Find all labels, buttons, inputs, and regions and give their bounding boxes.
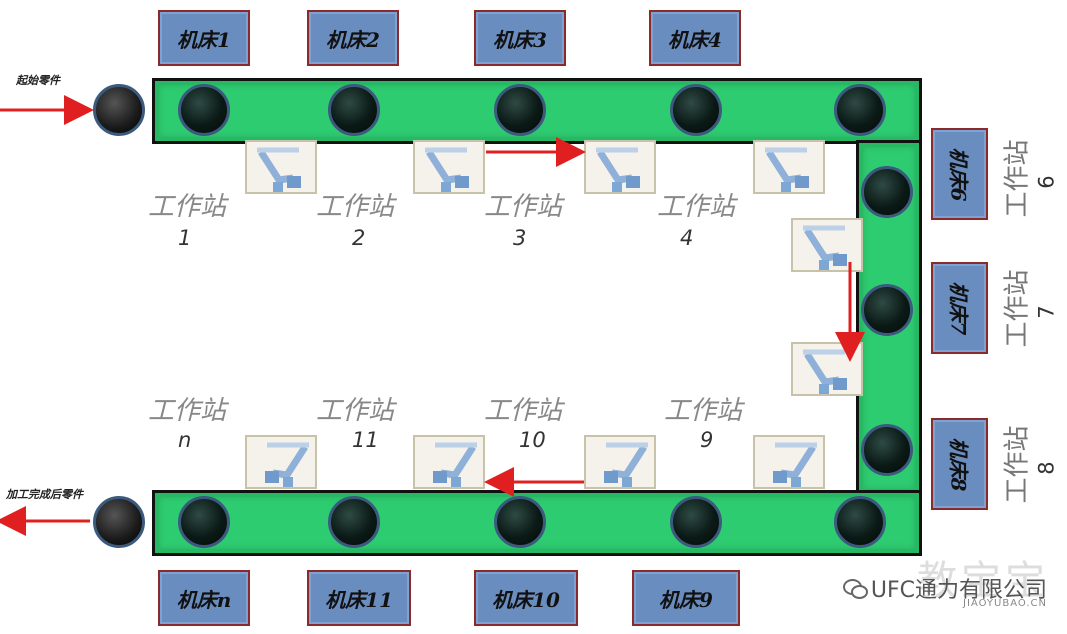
robot-station-1 [245, 140, 317, 194]
station-number-1: 1 [178, 226, 192, 250]
station-number-6: 6 [1034, 175, 1059, 189]
robot-station-10 [584, 435, 656, 489]
robot-arm-icon [765, 147, 809, 192]
robot-station-6 [791, 218, 863, 272]
station-number-11: 11 [352, 428, 379, 452]
robot-station-n [245, 435, 317, 489]
machine-7-label: 机床7 [946, 281, 971, 335]
station-label-11: 工作站 [316, 396, 395, 426]
robot-arm-icon [257, 147, 301, 192]
start-part-circle [93, 84, 145, 136]
roller [494, 496, 546, 548]
station-label-10: 工作站 [484, 396, 563, 426]
finished-part-circle [93, 496, 145, 548]
station-number-4: 4 [680, 226, 694, 250]
robot-arm-icon [433, 442, 477, 487]
robot-station-3 [584, 140, 656, 194]
machine-6-label: 机床6 [946, 147, 971, 201]
roller [834, 84, 886, 136]
roller [494, 84, 546, 136]
station-label-4: 工作站 [657, 192, 736, 222]
station-number-9: 9 [700, 428, 714, 452]
robot-station-4 [753, 140, 825, 194]
station-number-8: 8 [1034, 461, 1059, 475]
roller [328, 84, 380, 136]
machine-8-label: 机床8 [946, 437, 971, 491]
machine-9: 机床9 [632, 570, 740, 626]
robot-station-7 [791, 342, 863, 396]
station-label-6: 工作站 [1002, 139, 1033, 218]
roller [178, 496, 230, 548]
robot-arm-icon [425, 147, 469, 192]
robot-station-9 [753, 435, 825, 489]
robot-arm-icon [803, 225, 847, 270]
roller [861, 284, 913, 336]
station-label-1: 工作站 [148, 192, 227, 222]
roller [178, 84, 230, 136]
roller [670, 84, 722, 136]
robot-arm-icon [596, 147, 640, 192]
wechat-icon [842, 579, 868, 599]
station-number-3: 3 [513, 226, 527, 250]
station-label-8: 工作站 [1002, 425, 1033, 504]
machine-1: 机床1 [158, 10, 250, 66]
robot-arm-icon [265, 442, 309, 487]
start-part-label: 起始零件 [16, 74, 60, 87]
machine-10: 机床10 [474, 570, 578, 626]
machine-7: 机床7 [931, 262, 988, 354]
station-label-7: 工作站 [1002, 269, 1033, 348]
machine-6: 机床6 [931, 128, 988, 220]
watermark-subtext: JIAOYUBAO.CN [963, 598, 1047, 609]
roller [861, 166, 913, 218]
roller [834, 496, 886, 548]
station-label-n: 工作站 [148, 396, 227, 426]
finished-part-label: 加工完成后零件 [6, 488, 83, 501]
station-label-9: 工作站 [664, 396, 743, 426]
robot-station-2 [413, 140, 485, 194]
machine-8: 机床8 [931, 418, 988, 510]
machine-3: 机床3 [474, 10, 566, 66]
watermark-big-text: 教宝宝 [917, 558, 1049, 604]
roller [861, 424, 913, 476]
station-number-n: n [178, 428, 192, 452]
machine-11: 机床11 [307, 570, 411, 626]
station-label-2: 工作站 [316, 192, 395, 222]
robot-arm-icon [604, 442, 648, 487]
top-conveyor [152, 78, 922, 144]
station-number-10: 10 [519, 428, 546, 452]
watermark-text: UFC通力有限公司 [870, 578, 1047, 603]
robot-arm-icon [773, 442, 817, 487]
robot-arm-icon [803, 349, 847, 394]
machine-n: 机床n [158, 570, 250, 626]
robot-station-11 [413, 435, 485, 489]
station-number-2: 2 [352, 226, 366, 250]
station-number-7: 7 [1034, 305, 1059, 319]
station-label-3: 工作站 [484, 192, 563, 222]
roller [670, 496, 722, 548]
machine-4: 机床4 [649, 10, 741, 66]
machine-2: 机床2 [307, 10, 399, 66]
roller [328, 496, 380, 548]
watermark: UFC通力有限公司 [842, 572, 1047, 604]
